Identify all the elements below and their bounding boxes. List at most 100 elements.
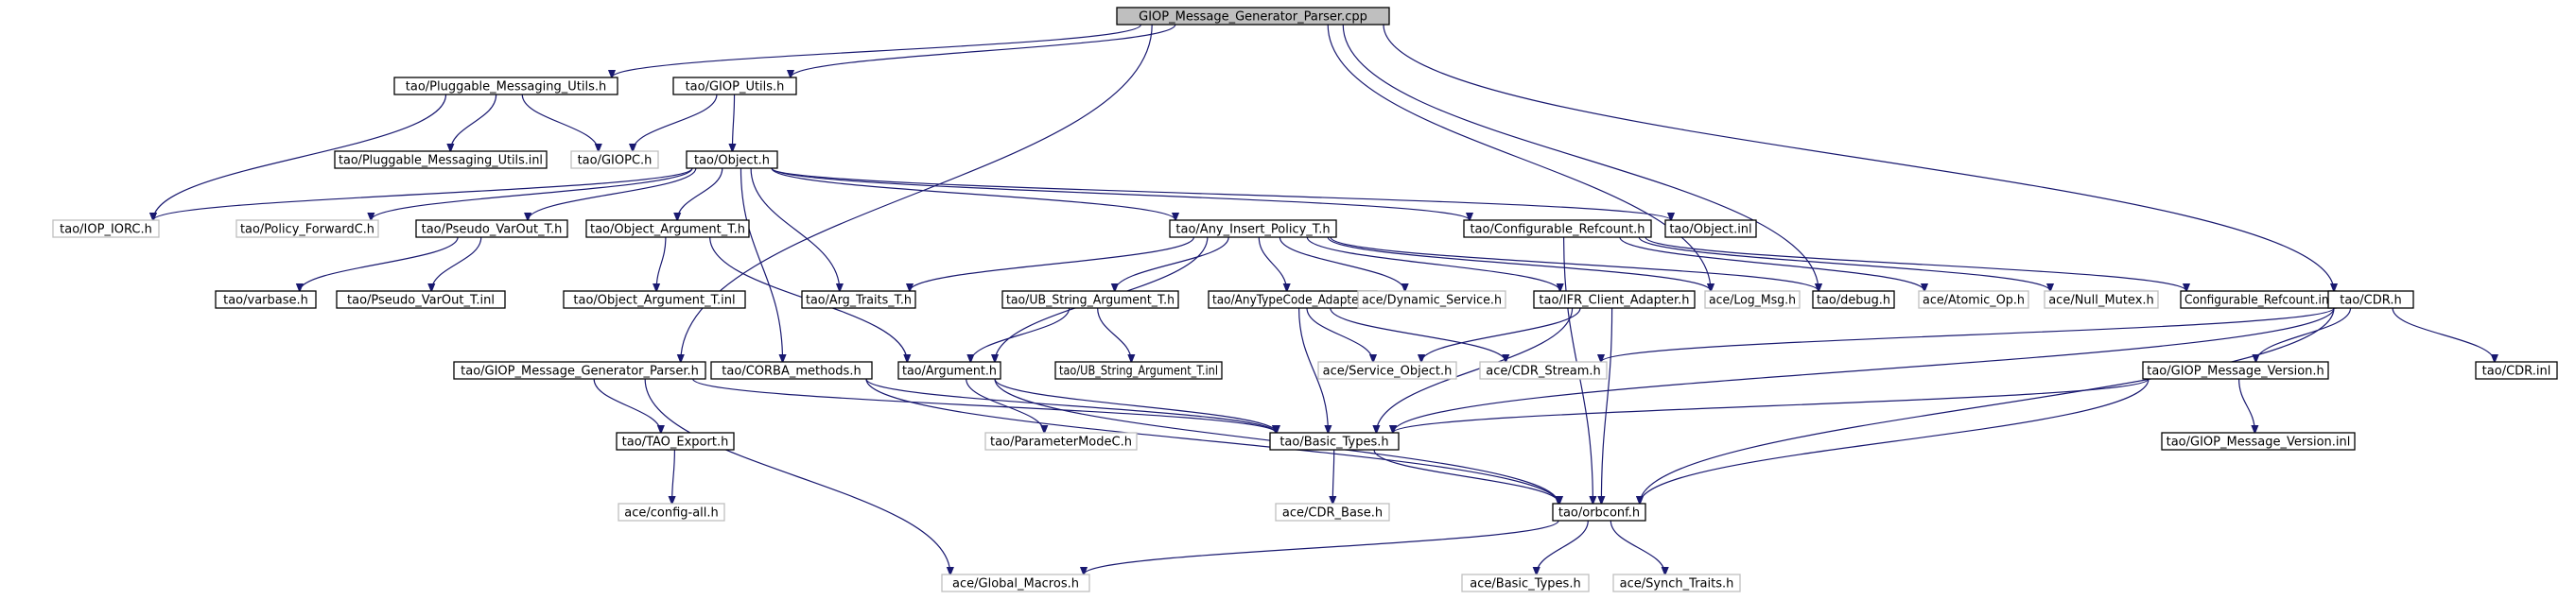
node-box xyxy=(2161,432,2356,451)
node-label: tao/Argument.h xyxy=(902,365,997,379)
edge-oat-to-oati xyxy=(656,236,667,291)
node-cfgall[interactable]: ace/config-all.h xyxy=(618,503,725,522)
node-box xyxy=(801,290,916,309)
edge-orbconf-to-abtypes xyxy=(1537,520,1589,574)
edge-pmu-to-giopc xyxy=(521,94,599,151)
edge-cdr-to-orbconf xyxy=(1640,307,2335,504)
node-label: tao/UB_String_Argument_T.inl xyxy=(1059,365,1218,379)
node-gmac[interactable]: ace/Global_Macros.h xyxy=(941,574,1090,592)
node-pmu[interactable]: tao/Pluggable_Messaging_Utils.h xyxy=(393,77,618,95)
node-cdrstream[interactable]: ace/CDR_Stream.h xyxy=(1479,361,1608,380)
edge-pmu-to-iop xyxy=(153,94,447,220)
node-label: tao/UB_String_Argument_T.h xyxy=(1006,294,1175,308)
node-abtypes[interactable]: ace/Basic_Types.h xyxy=(1461,574,1590,592)
edge-ifr-to-btypes xyxy=(1376,307,1574,433)
node-label: tao/IFR_Client_Adapter.h xyxy=(1539,294,1689,308)
node-box xyxy=(563,290,746,309)
node-cdrbase[interactable]: ace/CDR_Base.h xyxy=(1275,503,1390,522)
node-corbam[interactable]: tao/CORBA_methods.h xyxy=(710,361,873,380)
edge-gmgp-to-taoexp xyxy=(593,378,661,433)
edge-root-to-cdr xyxy=(1383,24,2334,291)
node-cdr[interactable]: tao/CDR.h xyxy=(2327,290,2414,309)
node-label: tao/Pseudo_VarOut_T.inl xyxy=(347,294,495,308)
node-label: tao/Pluggable_Messaging_Utils.inl xyxy=(339,154,543,168)
node-label: tao/orbconf.h xyxy=(1558,506,1640,521)
node-btypes[interactable]: tao/Basic_Types.h xyxy=(1269,432,1400,451)
edge-obj-to-pvo xyxy=(528,167,697,220)
node-label: Configurable_Refcount.inl xyxy=(2184,294,2332,308)
node-label: tao/Object.h xyxy=(694,154,770,168)
node-box xyxy=(2142,361,2329,380)
node-box xyxy=(570,150,659,169)
node-oat[interactable]: tao/Object_Argument_T.h xyxy=(585,219,750,238)
edge-corbam-to-btypes xyxy=(865,378,1276,433)
node-label: tao/Object.inl xyxy=(1669,223,1751,237)
node-box xyxy=(2044,290,2159,309)
node-atca[interactable]: tao/AnyTypeCode_Adapter.h xyxy=(1208,290,1378,309)
edge-arg-to-pmodec xyxy=(966,378,1045,433)
node-box xyxy=(334,150,548,169)
node-label: tao/TAO_Export.h xyxy=(622,436,729,450)
node-synch[interactable]: ace/Synch_Traits.h xyxy=(1612,574,1741,592)
edge-obj-to-iop xyxy=(153,167,693,220)
node-giopc[interactable]: tao/GIOPC.h xyxy=(570,150,659,169)
node-cdri[interactable]: tao/CDR.inl xyxy=(2475,361,2558,380)
node-label: tao/AnyTypeCode_Adapter.h xyxy=(1212,294,1373,308)
node-box xyxy=(984,432,1138,451)
edge-taoexp-to-cfgall xyxy=(672,449,675,504)
node-box xyxy=(1001,290,1179,309)
node-arg[interactable]: tao/Argument.h xyxy=(897,361,1001,380)
node-ubsi[interactable]: tao/UB_String_Argument_T.inl xyxy=(1054,361,1223,380)
node-atomic[interactable]: ace/Atomic_Op.h xyxy=(1918,290,2029,309)
node-gmvi[interactable]: tao/GIOP_Message_Version.inl xyxy=(2161,432,2356,451)
node-obj[interactable]: tao/Object.h xyxy=(686,150,778,169)
node-dyn[interactable]: ace/Dynamic_Service.h xyxy=(1357,290,1506,309)
node-label: ace/Null_Mutex.h xyxy=(2048,294,2154,308)
node-box xyxy=(1463,219,1652,238)
node-varbase[interactable]: tao/varbase.h xyxy=(215,290,317,309)
node-aip[interactable]: tao/Any_Insert_Policy_T.h xyxy=(1169,219,1337,238)
node-box xyxy=(616,432,735,451)
node-ifr[interactable]: tao/IFR_Client_Adapter.h xyxy=(1533,290,1696,309)
node-label: ace/CDR_Base.h xyxy=(1282,506,1383,521)
node-box xyxy=(2475,361,2558,380)
edge-orbconf-to-synch xyxy=(1610,520,1664,574)
node-gmv[interactable]: tao/GIOP_Message_Version.h xyxy=(2142,361,2329,380)
node-svcobj[interactable]: ace/Service_Object.h xyxy=(1317,361,1457,380)
node-iop[interactable]: tao/IOP_IORC.h xyxy=(52,219,160,238)
node-box xyxy=(1275,503,1390,522)
node-gmgp[interactable]: tao/GIOP_Message_Generator_Parser.h xyxy=(453,361,706,380)
node-pmui[interactable]: tao/Pluggable_Messaging_Utils.inl xyxy=(334,150,548,169)
edge-aip-to-atca xyxy=(1258,236,1286,291)
node-ubs[interactable]: tao/UB_String_Argument_T.h xyxy=(1001,290,1179,309)
node-debug[interactable]: tao/debug.h xyxy=(1812,290,1895,309)
node-cref[interactable]: tao/Configurable_Refcount.h xyxy=(1463,219,1652,238)
node-nullm[interactable]: ace/Null_Mutex.h xyxy=(2044,290,2159,309)
node-taoexp[interactable]: tao/TAO_Export.h xyxy=(616,432,735,451)
edge-aip-to-ubs xyxy=(1115,236,1229,291)
node-pvo[interactable]: tao/Pseudo_VarOut_T.h xyxy=(415,219,568,238)
node-label: ace/Service_Object.h xyxy=(1323,365,1453,379)
node-crefi[interactable]: Configurable_Refcount.inl xyxy=(2180,290,2337,309)
node-pfwd[interactable]: tao/Policy_ForwardC.h xyxy=(235,219,379,238)
node-label: tao/Arg_Traits_T.h xyxy=(806,294,912,308)
node-oati[interactable]: tao/Object_Argument_T.inl xyxy=(563,290,746,309)
node-logmsg[interactable]: ace/Log_Msg.h xyxy=(1704,290,1801,309)
node-box xyxy=(1918,290,2029,309)
edge-cdr-to-cdrstream xyxy=(1601,307,2335,362)
node-box xyxy=(1552,503,1646,522)
node-objinl[interactable]: tao/Object.inl xyxy=(1664,219,1757,238)
node-box xyxy=(897,361,1001,380)
node-label: ace/Global_Macros.h xyxy=(952,577,1079,591)
node-argt[interactable]: tao/Arg_Traits_T.h xyxy=(801,290,916,309)
node-pvoi[interactable]: tao/Pseudo_VarOut_T.inl xyxy=(336,290,506,309)
edge-root-to-pmu xyxy=(612,24,1142,77)
node-orbconf[interactable]: tao/orbconf.h xyxy=(1552,503,1646,522)
edge-atca-to-svcobj xyxy=(1306,307,1373,362)
node-giopu[interactable]: tao/GIOP_Utils.h xyxy=(672,77,797,95)
node-box xyxy=(1664,219,1757,238)
node-label: tao/Any_Insert_Policy_T.h xyxy=(1175,223,1330,237)
node-root[interactable]: GIOP_Message_Generator_Parser.cpp xyxy=(1116,7,1390,26)
node-pmodec[interactable]: tao/ParameterModeC.h xyxy=(984,432,1138,451)
edge-obj-to-pfwd xyxy=(371,167,693,220)
